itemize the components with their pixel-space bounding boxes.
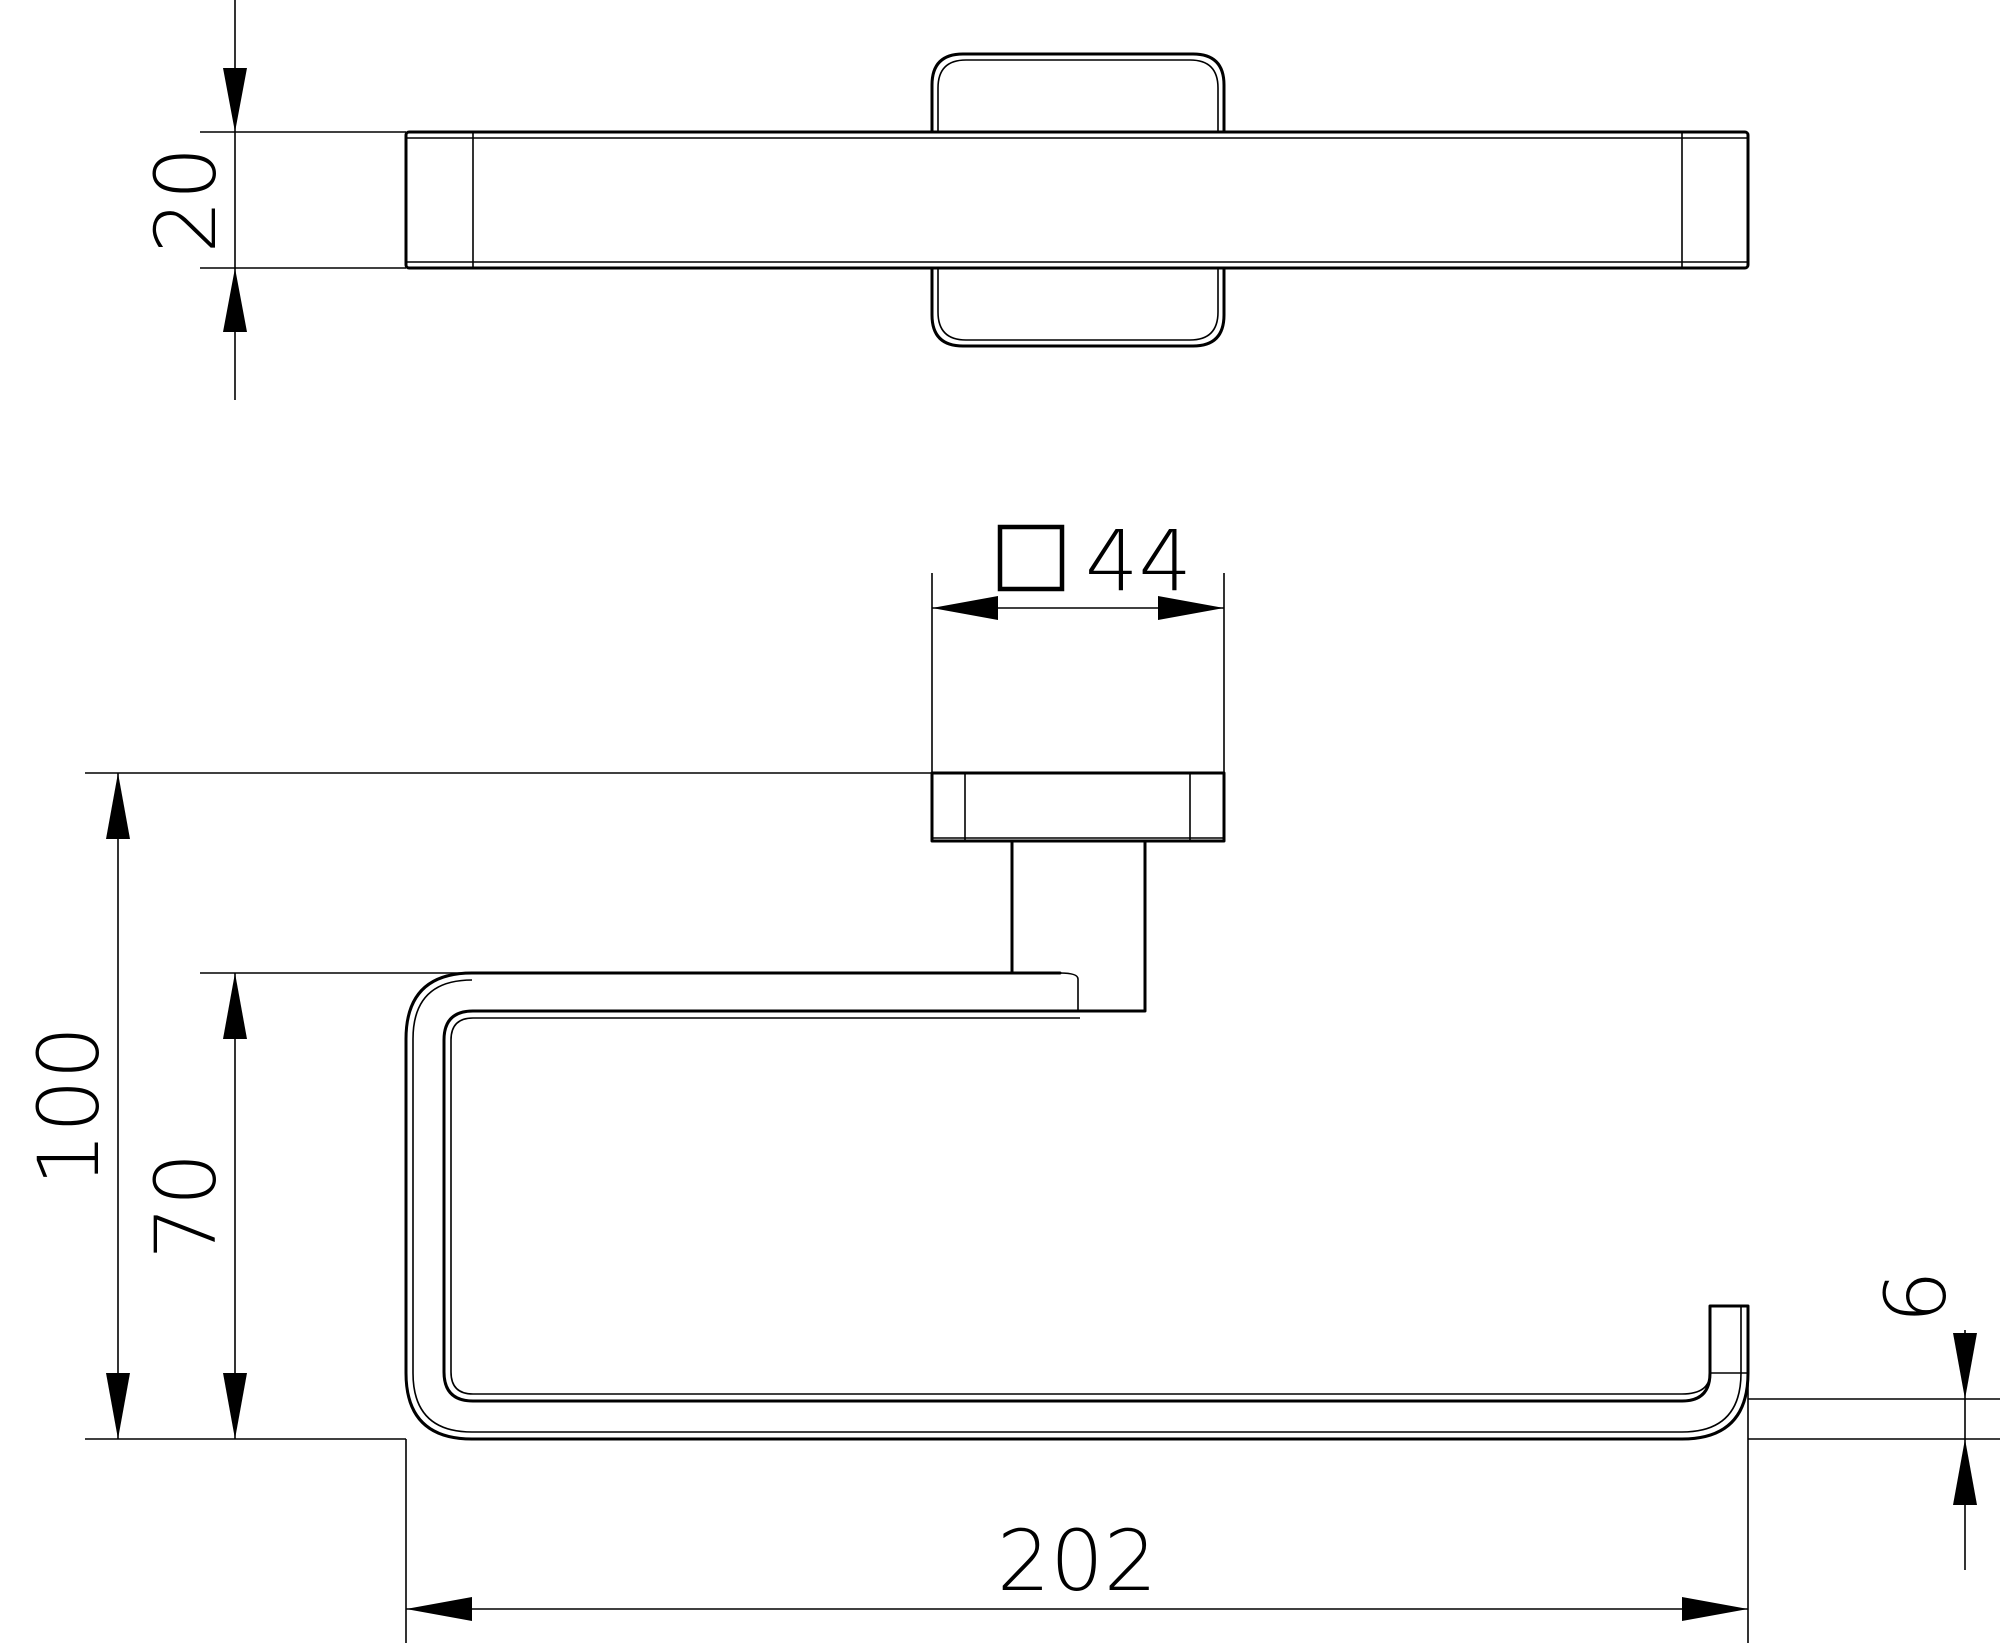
dimension-base-size: 44	[931, 512, 1225, 773]
square-icon	[997, 524, 1065, 592]
dimension-label-thickness: 20	[137, 147, 235, 254]
dimension-label-arm-height: 70	[137, 1153, 235, 1260]
dimension-label-base-size: 44	[1085, 512, 1192, 610]
dimension-thickness: 20	[137, 0, 406, 400]
top-view	[404, 52, 1750, 348]
dimension-arm-height: 70	[137, 972, 472, 1439]
holder-arm	[404, 971, 1750, 1441]
dimension-tip-height: 6	[1748, 1270, 2000, 1570]
dimension-label-total-height: 100	[20, 1026, 118, 1186]
dimension-label-total-width: 202	[997, 1512, 1157, 1610]
dimension-label-tip-height: 6	[1867, 1270, 1965, 1323]
wall-base	[930, 771, 1226, 843]
bar-top-view	[404, 130, 1750, 270]
side-view	[404, 771, 1750, 1441]
neck	[1010, 839, 1147, 1013]
mount-plate-bottom	[930, 266, 1226, 348]
mount-plate-top	[930, 52, 1226, 134]
dimension-total-height: 100	[20, 772, 932, 1440]
dimension-total-width: 202	[405, 1373, 1749, 1643]
